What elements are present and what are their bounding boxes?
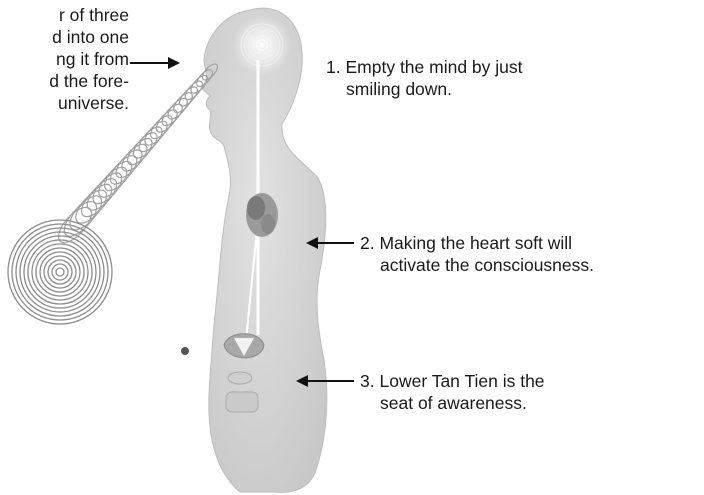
arrow-to-forehead [130, 57, 180, 69]
step-number: 1. [326, 56, 341, 78]
step-text-line2: seat of awareness. [360, 392, 545, 414]
step-2: 2. Making the heart soft will activate t… [360, 232, 594, 276]
step-1: 1. Empty the mind by just smiling down. [326, 56, 523, 100]
left-caption-line: r of three [0, 4, 129, 26]
step-number: 3. [360, 370, 375, 392]
navel-point [181, 347, 189, 355]
step-3: 3. Lower Tan Tien is the seat of awarene… [360, 370, 545, 414]
universe-spiral [8, 220, 112, 324]
step-text-line1: Making the heart soft will [379, 233, 572, 253]
step-number: 2. [360, 232, 375, 254]
step-text-line2: smiling down. [326, 78, 523, 100]
step-text-line1: Empty the mind by just [345, 57, 522, 77]
heart-organ [246, 193, 278, 237]
step-text-line2: activate the consciousness. [360, 254, 594, 276]
left-caption-line: d the fore- [0, 70, 129, 92]
step-text-line1: Lower Tan Tien is the [379, 371, 544, 391]
left-caption-line: universe. [0, 92, 129, 114]
left-caption-line: ng it from [0, 48, 129, 70]
left-caption: r of three d into one ng it from d the f… [0, 4, 129, 114]
left-caption-line: d into one [0, 26, 129, 48]
body-silhouette [203, 8, 327, 492]
